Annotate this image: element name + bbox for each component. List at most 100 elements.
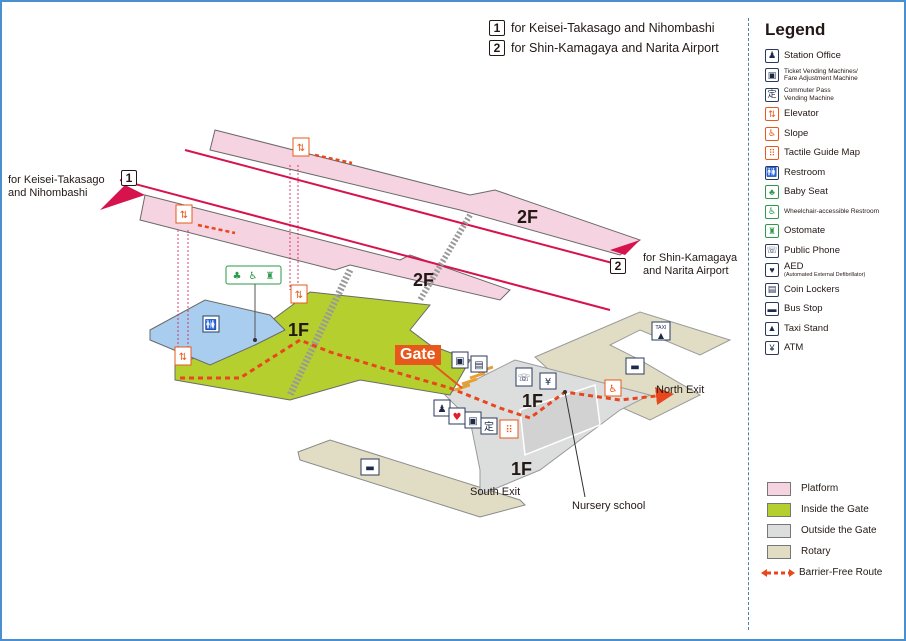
svg-text:▬: ▬	[365, 463, 374, 474]
svg-text:⇅: ⇅	[295, 290, 303, 301]
legend-label-line1: Wheelchair-accessible Restroom	[784, 208, 880, 215]
legend-label: Elevator	[784, 109, 819, 119]
track-number-1: 1	[489, 20, 505, 36]
svg-text:🚻: 🚻	[205, 318, 217, 331]
svg-text:定: 定	[484, 420, 494, 433]
taxi-stand-icon: ▲	[765, 321, 779, 336]
nursery-pointer-dot	[563, 390, 567, 394]
legend-label: Slope	[784, 128, 808, 139]
floor-label-2f-upper: 2F	[517, 207, 539, 227]
track-number-2: 2	[489, 40, 505, 56]
legend-label: Ostomate	[784, 226, 825, 236]
svg-text:⇅: ⇅	[297, 143, 305, 154]
legend-label: Inside the Gate	[801, 504, 869, 515]
legend-label-line1: Bus Stop	[784, 303, 823, 315]
legend-label: Tactile Guide Map	[784, 148, 860, 158]
legend-label: Coin Lockers	[784, 283, 840, 295]
public-phone-icon: ☏	[515, 367, 533, 387]
atm-icon: ¥	[539, 372, 557, 390]
svg-text:▤: ▤	[474, 360, 483, 371]
color-swatch	[767, 502, 791, 517]
svg-text:♥: ♥	[453, 412, 462, 423]
floor-label-1f-outside: 1F	[522, 391, 544, 411]
aed-icon: ♥	[448, 407, 466, 425]
track2-arrowhead	[610, 240, 640, 255]
commuter-pass-icon: 定	[765, 87, 779, 102]
facility-pointer-dot	[253, 338, 257, 342]
slope-icon: ♿	[765, 126, 779, 141]
platform-lower	[139, 194, 511, 301]
legend-item-barrier-free-route: Barrier-Free Route	[761, 562, 882, 583]
svg-text:♣: ♣	[233, 271, 242, 282]
legend-item: ⇅Elevator	[765, 105, 903, 125]
legend-label-line1: Commuter Pass	[784, 87, 831, 95]
legend-label-line1: Taxi Stand	[784, 322, 829, 334]
legend-item: ♿ Slope	[765, 124, 903, 144]
legend-items: ♟ Station Office ▣Ticket Vending Machines/…	[765, 46, 903, 358]
legend-item: 🚻 Restroom	[765, 163, 903, 183]
legend-item-outside-gate: Outside the Gate	[767, 520, 882, 541]
legend-label-line1: Public Phone	[784, 244, 840, 256]
floor-label-1f-inside: 1F	[288, 320, 310, 340]
legend: Legend ♟Station Office▣Ticket Vending Ma…	[765, 20, 903, 358]
svg-text:¥: ¥	[545, 377, 551, 388]
station-office-icon: ♟	[765, 48, 779, 63]
legend-label: Rotary	[801, 546, 831, 557]
legend-label-line1: Restroom	[784, 166, 826, 178]
legend-item: ♥AED(Automated External Defibrillator)	[765, 261, 903, 281]
destination-2-label: for Shin-Kamagaya and Narita Airport	[511, 41, 719, 55]
elevator-icon: ⇅	[290, 284, 308, 304]
track1-arrowhead	[100, 185, 145, 210]
legend-label: Station Office	[784, 49, 841, 61]
restroom-icon: 🚻	[765, 165, 779, 180]
station-office-icon: ♟	[433, 399, 451, 417]
legend-label-line1: ATM	[784, 342, 804, 354]
svg-text:▲: ▲	[658, 331, 665, 340]
legend-item: ▲ Taxi Stand	[765, 319, 903, 339]
legend-label-line1: Elevator	[784, 108, 819, 120]
bus-stop-icon: ▬	[625, 357, 645, 375]
legend-label: AED(Automated External Defibrillator)	[784, 261, 866, 279]
legend-label: Wheelchair-accessible Restroom	[784, 208, 879, 216]
floor-label-2f-lower: 2F	[413, 270, 435, 290]
stairs-upper	[417, 213, 473, 302]
legend-label-line2: Vending Machine	[784, 94, 834, 102]
legend-item: ▬Bus Stop	[765, 300, 903, 320]
elevator-icon: ⇅	[174, 346, 192, 366]
slope-icon: ♿	[604, 379, 622, 397]
svg-text:♿: ♿	[249, 271, 258, 282]
svg-text:♜: ♜	[266, 271, 275, 282]
stairs-lower	[286, 268, 354, 397]
nursery-building	[519, 383, 601, 457]
legend-label-line1: Coin Lockers	[784, 283, 840, 295]
nursery-school-label: Nursery school	[572, 500, 646, 512]
nursery-pointer	[564, 391, 586, 498]
legend-label: Outside the Gate	[801, 525, 877, 536]
legend-label-line1: Station Office	[784, 49, 841, 61]
legend-label: Barrier-Free Route	[799, 567, 883, 578]
track1-badge: 1	[121, 170, 137, 186]
coin-locker-icon: ▤	[470, 355, 488, 373]
svg-text:⇅: ⇅	[179, 352, 187, 363]
ticket-vending-icon: ▣	[464, 411, 482, 429]
legend-label: Public Phone	[784, 244, 840, 256]
north-exit-label: North Exit	[656, 384, 705, 396]
legend-item: ♟ Station Office	[765, 46, 903, 66]
svg-text:⇅: ⇅	[180, 210, 188, 221]
barrier-free-route	[180, 338, 674, 420]
legend-label-line2: (Automated External Defibrillator)	[784, 272, 866, 279]
tactile-map-icon: ⠿	[765, 146, 779, 161]
elevator-icon: ⇅	[175, 204, 193, 224]
track2-line2: and Narita Airport	[643, 265, 729, 277]
legend-item: ♜Ostomate	[765, 222, 903, 242]
public-phone-icon: ☏	[765, 243, 779, 258]
legend-label-line1: AED	[784, 261, 804, 273]
legend-item: ▣Ticket Vending Machines/Fare Adjustment…	[765, 66, 903, 86]
wheelchair-restroom-icon: ♿	[765, 204, 779, 219]
legend-label: Taxi Stand	[784, 322, 829, 334]
ticket-vending-icon: ▣	[765, 68, 779, 83]
svg-text:▣: ▣	[455, 356, 464, 367]
